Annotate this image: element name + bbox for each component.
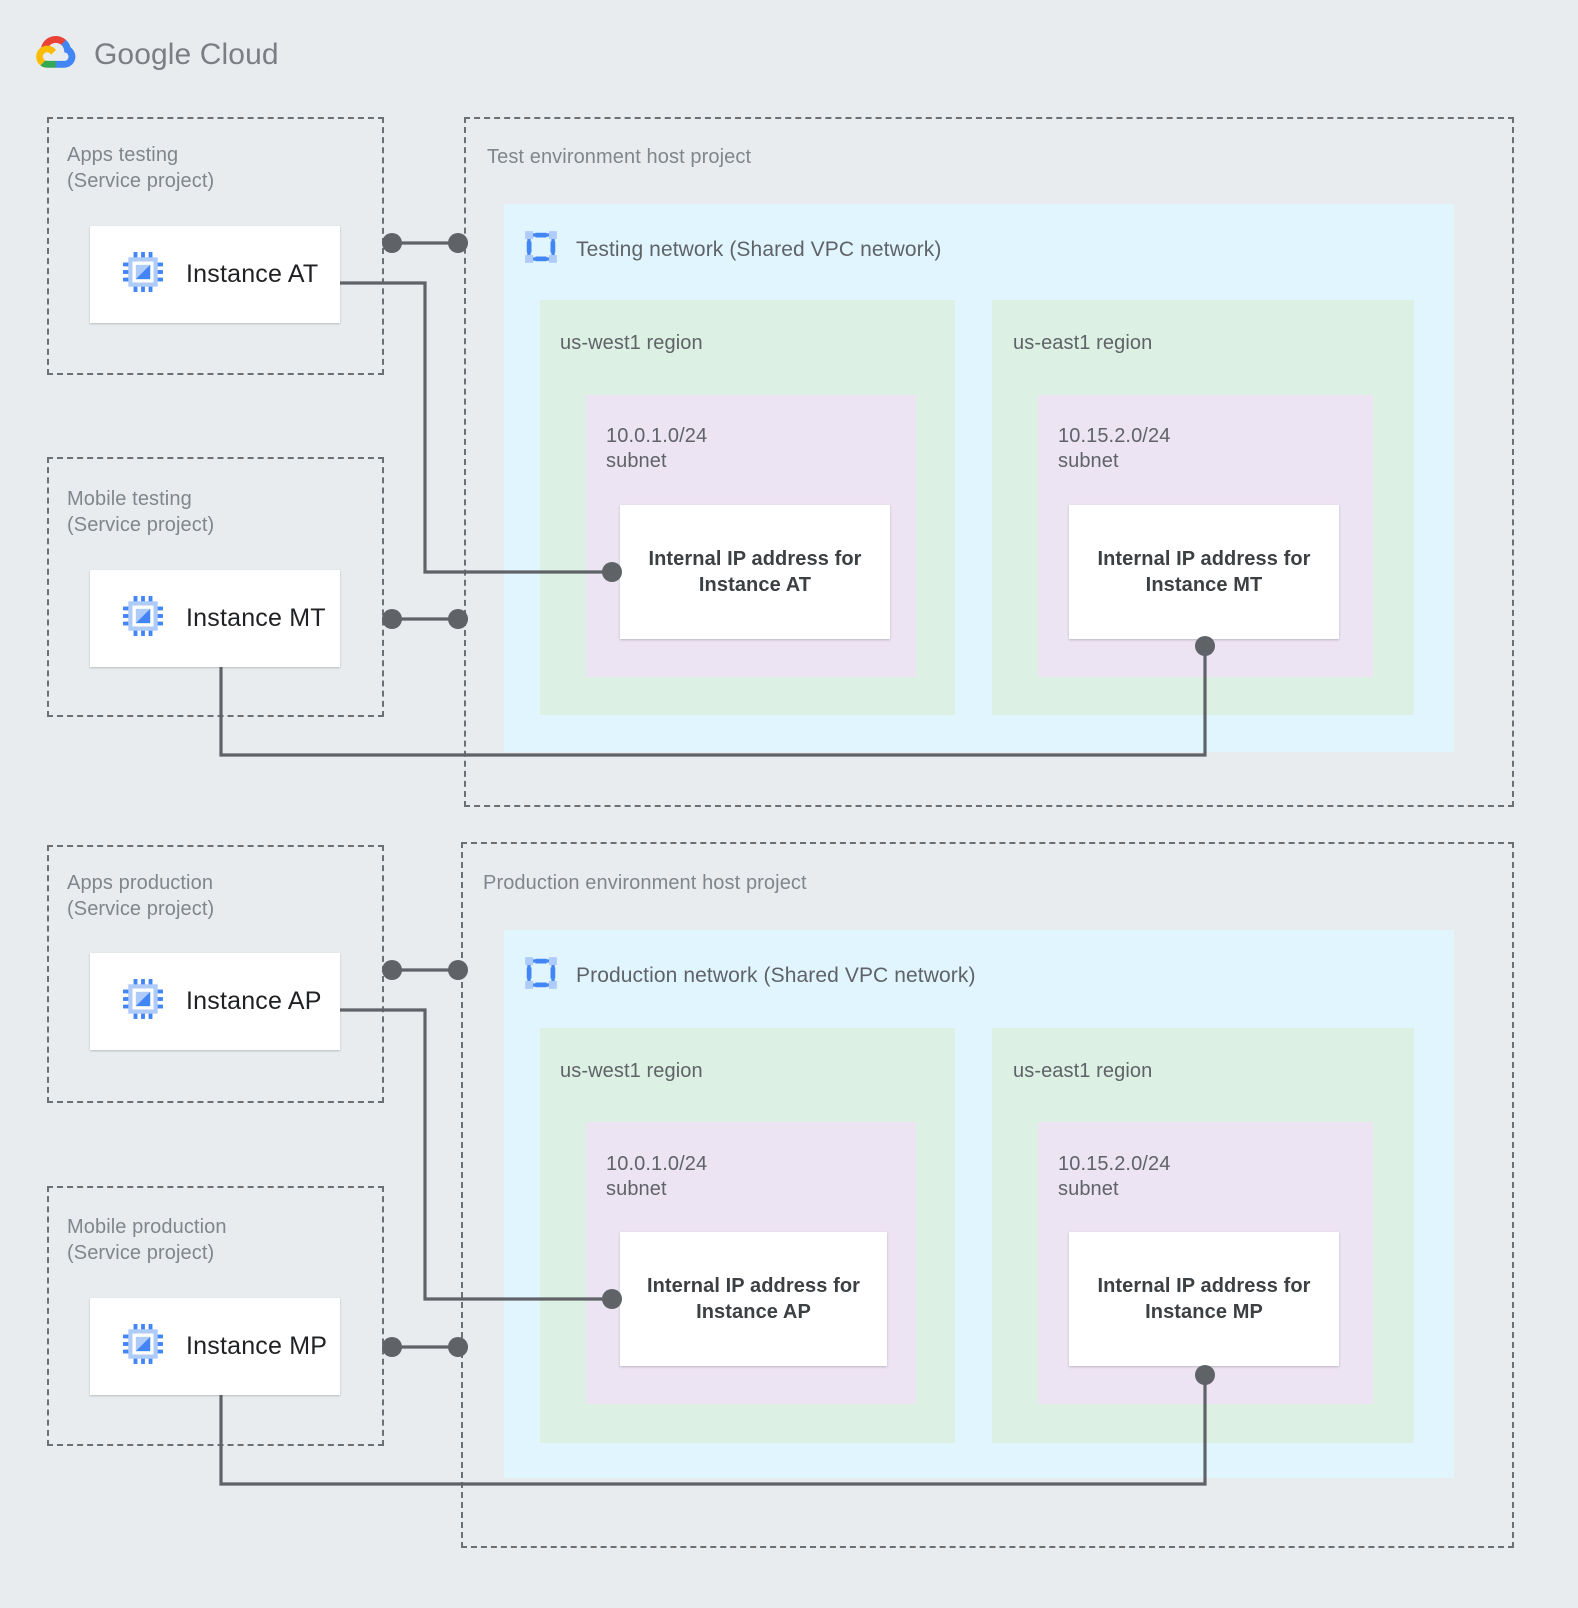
vpc-network-icon	[522, 954, 560, 997]
region-prod-us-east1-label: us-east1 region	[1013, 1060, 1153, 1082]
service-project-apps-testing-label: Apps testing (Service project)	[67, 144, 215, 192]
subnet-test-us-east1-label: 10.15.2.0/24 subnet	[1058, 425, 1171, 472]
vpc-network-icon	[522, 228, 560, 271]
link-dot-mobile-production-left	[382, 1337, 402, 1357]
cpu-chip-icon	[122, 978, 164, 1025]
instance-mt-label: Instance MT	[186, 604, 326, 632]
ip-box-instance-at: Internal IP address for Instance AT	[620, 505, 890, 639]
service-project-mobile-production-label: Mobile production (Service project)	[67, 1216, 227, 1264]
ip-box-instance-ap-label: Internal IP address for Instance AP	[646, 1275, 861, 1323]
subnet-test-us-west1-label: 10.0.1.0/24 subnet	[606, 425, 708, 472]
host-project-prod-env-label: Production environment host project	[483, 872, 807, 894]
subnet-prod-us-east1-label: 10.15.2.0/24 subnet	[1058, 1153, 1171, 1200]
instance-box-mp[interactable]: Instance MP	[90, 1298, 340, 1395]
region-test-us-east1-label: us-east1 region	[1013, 332, 1153, 354]
service-project-mobile-testing-label: Mobile testing (Service project)	[67, 488, 215, 536]
vpc-network-production-title: Production network (Shared VPC network)	[576, 963, 976, 987]
brand-cloud: Cloud	[199, 37, 279, 71]
link-dot-apps-testing-left	[382, 233, 402, 253]
ip-box-instance-mp: Internal IP address for Instance MP	[1069, 1232, 1339, 1366]
google-cloud-logo: Google Cloud	[32, 32, 279, 77]
vpc-network-production-header: Production network (Shared VPC network)	[522, 954, 976, 997]
link-dot-apps-production-left	[382, 960, 402, 980]
service-project-apps-production-label: Apps production (Service project)	[67, 872, 215, 920]
ip-box-instance-mt-label: Internal IP address for Instance MT	[1097, 548, 1311, 596]
google-cloud-wordmark: Google Cloud	[94, 38, 279, 72]
instance-box-mt[interactable]: Instance MT	[90, 570, 340, 667]
ip-box-instance-at-label: Internal IP address for Instance AT	[648, 548, 862, 596]
host-project-test-env-label: Test environment host project	[487, 146, 752, 168]
cpu-chip-icon	[122, 595, 164, 642]
link-dot-mobile-testing-left	[382, 609, 402, 629]
ip-box-instance-mp-label: Internal IP address for Instance MP	[1097, 1275, 1311, 1323]
brand-google: Google	[94, 37, 192, 71]
instance-at-label: Instance AT	[186, 260, 319, 288]
vpc-network-testing-title: Testing network (Shared VPC network)	[576, 237, 942, 261]
subnet-prod-us-west1-label: 10.0.1.0/24 subnet	[606, 1153, 708, 1200]
cpu-chip-icon	[122, 251, 164, 298]
service-project-mobile-production	[47, 1186, 384, 1446]
service-project-mobile-testing	[47, 457, 384, 717]
google-cloud-logo-icon	[32, 32, 80, 77]
instance-mp-label: Instance MP	[186, 1332, 328, 1360]
instance-box-at[interactable]: Instance AT	[90, 226, 340, 323]
instance-box-ap[interactable]: Instance AP	[90, 953, 340, 1050]
region-test-us-west1-label: us-west1 region	[560, 332, 703, 354]
instance-ap-label: Instance AP	[186, 987, 322, 1015]
cpu-chip-icon	[122, 1323, 164, 1370]
ip-box-instance-mt: Internal IP address for Instance MT	[1069, 505, 1339, 639]
vpc-network-testing-header: Testing network (Shared VPC network)	[522, 228, 941, 271]
ip-box-instance-ap: Internal IP address for Instance AP	[620, 1232, 887, 1366]
region-prod-us-west1-label: us-west1 region	[560, 1060, 703, 1082]
